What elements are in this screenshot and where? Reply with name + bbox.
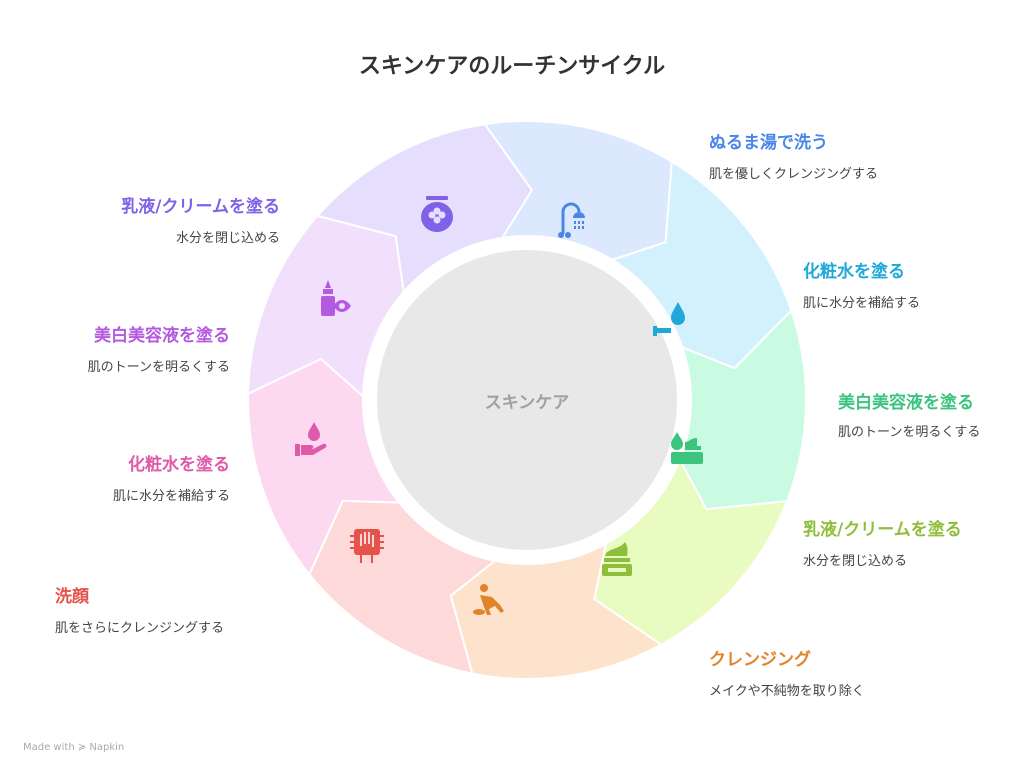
step-description: 肌に水分を補給する — [112, 489, 230, 504]
step-description: メイクや不純物を取り除く — [709, 684, 865, 699]
step-label-serum-right: 美白美容液を塗る 肌のトーンを明るくする — [838, 392, 988, 441]
step-title: ぬるま湯で洗う — [709, 133, 828, 153]
step-title: 乳液/クリームを塗る — [121, 197, 280, 217]
page-title: スキンケアのルーチンサイクル — [358, 54, 666, 79]
step-title: 乳液/クリームを塗る — [803, 520, 962, 540]
step-title: 洗顔 — [55, 587, 89, 607]
step-title: クレンジング — [709, 650, 811, 670]
step-label-cream-left: 乳液/クリームを塗る 水分を閉じ込める — [121, 196, 280, 247]
step-label-lukewarm-wash: ぬるま湯で洗う 肌を優しくクレンジングする — [709, 132, 878, 183]
step-label-cream-right: 乳液/クリームを塗る 水分を閉じ込める — [803, 519, 962, 570]
step-title: 化粧水を塗る — [128, 455, 230, 475]
step-description: 肌を優しくクレンジングする — [709, 167, 879, 182]
step-label-toner-left: 化粧水を塗る 肌に水分を補給する — [113, 454, 230, 505]
step-description: 肌のトーンを明るくする — [838, 425, 981, 440]
hand-drop-icon — [292, 420, 332, 460]
step-label-serum-left: 美白美容液を塗る 肌のトーンを明るくする — [88, 325, 230, 376]
center-circle — [377, 250, 677, 550]
step-label-face-wash: 洗顔 肌をさらにクレンジングする — [55, 586, 224, 637]
napkin-watermark: Made with ≽ Napkin — [23, 742, 125, 753]
step-label-toner-right: 化粧水を塗る 肌に水分を補給する — [803, 261, 920, 312]
step-description: 肌をさらにクレンジングする — [55, 621, 225, 636]
step-description: 水分を閉じ込める — [175, 231, 280, 246]
step-title: 化粧水を塗る — [803, 262, 905, 282]
step-label-cleansing: クレンジング メイクや不純物を取り除く — [709, 649, 865, 700]
hand-water-drop-icon — [650, 298, 690, 338]
step-title: 美白美容液を塗る — [838, 393, 974, 413]
step-description: 水分を閉じ込める — [803, 554, 908, 569]
scrubbing-person-icon — [470, 580, 510, 620]
honey-jar-icon — [417, 194, 457, 234]
cream-jar-icon — [597, 538, 637, 578]
center-label: スキンケア — [484, 393, 570, 413]
step-description: 肌に水分を補給する — [803, 296, 921, 311]
shower-icon — [555, 200, 595, 240]
step-description: 肌のトーンを明るくする — [87, 360, 230, 375]
serum-cream-icon — [667, 428, 707, 468]
step-title: 美白美容液を塗る — [94, 326, 230, 346]
eye-dropper-bottle-icon — [315, 278, 355, 318]
hand-wash-icon — [347, 525, 387, 565]
